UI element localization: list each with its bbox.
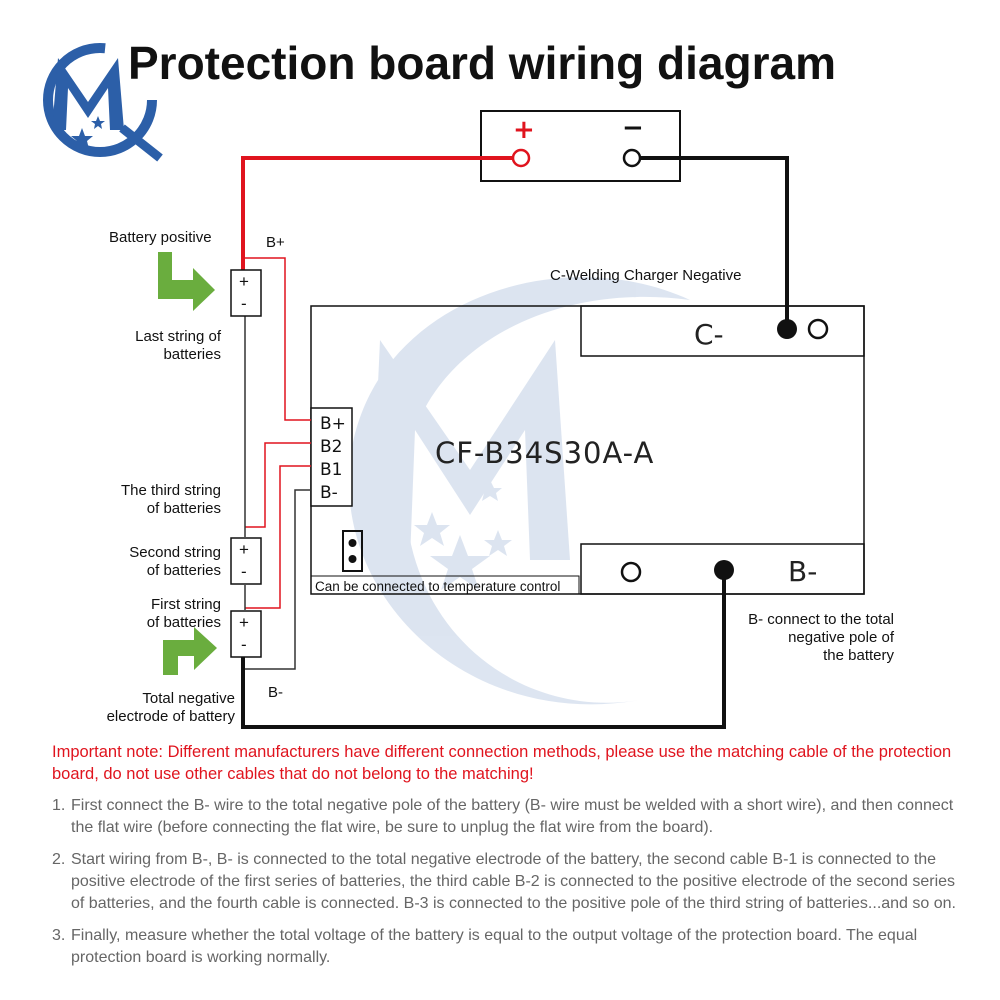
last-string-label-2: batteries [163,346,221,363]
pin-b2: B2 [320,437,342,457]
list-item: 3. Finally, measure whether the total vol… [52,925,962,969]
battery-last-plus: + [239,272,249,291]
charger-minus-sign: − [622,113,644,143]
c-minus-label: C- [694,318,724,351]
battery-last-minus: - [241,294,247,313]
first-string-label-1: First string [151,596,221,613]
temperature-pin-2 [348,555,357,563]
pin-b1: B1 [320,460,342,480]
important-note: Important note: Different manufacturers … [52,743,952,783]
page-title: Protection board wiring diagram [128,37,836,89]
wiring-diagram: + − C- B- CF-B34S30A-A Can be connected … [43,43,895,729]
b2-balance-wire [245,442,311,528]
second-string-label-2: of batteries [147,562,221,579]
charger-negative-terminal [622,148,642,168]
charger-plus-sign: + [513,115,535,145]
watermark-logo-icon [348,277,690,705]
c-minus-terminal [777,319,797,339]
total-negative-label-2: electrode of battery [107,708,236,725]
battery-first-string: + - [230,610,262,658]
b-minus-bottom-label: B- [268,684,283,701]
step-text: Finally, measure whether the total volta… [71,927,918,966]
step-text: Start wiring from B-, B- is connected to… [71,851,956,912]
list-item: 2. Start wiring from B-, B- is connected … [52,849,962,915]
battery-second-minus: - [241,562,247,581]
total-negative-arrow-icon [163,627,217,675]
temperature-label-box [310,575,580,595]
c-welding-label: C-Welding Charger Negative [550,267,741,284]
b-minus-connect-label-1: B- connect to the total [748,611,894,628]
pin-b-plus: B+ [320,414,346,434]
instruction-steps: 1. First connect the B- wire to the total… [52,795,962,979]
b-minus-main-wire [241,570,726,729]
b-minus-spare-terminal [620,561,642,583]
pin-b-minus: B- [320,483,338,503]
battery-first-plus: + [239,613,249,632]
total-negative-label-1: Total negative [142,690,235,707]
b-plus-top-label: B+ [266,234,285,251]
battery-second-plus: + [239,540,249,559]
balance-connector [310,407,353,507]
step-text: First connect the B- wire to the total n… [71,797,954,836]
b-minus-connect-label-2: negative pole of [788,629,895,646]
list-item: 1. First connect the B- wire to the total… [52,795,962,839]
b1-balance-wire [245,465,311,609]
battery-positive-label: Battery positive [109,229,212,246]
last-string-label-1: Last string of [135,328,222,345]
charger-positive-wire [241,156,513,270]
step-number: 1. [52,797,66,814]
board-model: CF-B34S30A-A [435,436,654,470]
step-number: 2. [52,851,66,868]
b-minus-terminal [714,560,734,580]
temperature-control-label: Can be connected to temperature control [315,579,560,594]
battery-second-string: + - [230,537,262,585]
c-minus-spare-terminal [807,318,829,340]
temperature-connector [342,530,363,572]
first-string-label-2: of batteries [147,614,221,631]
b-minus-balance-wire [245,489,311,670]
step-number: 3. [52,927,66,944]
temperature-pin-1 [348,539,357,547]
third-string-label-2: of batteries [147,500,221,517]
third-string-label-1: The third string [121,482,221,499]
b-plus-balance-wire [245,257,311,421]
b-minus-connect-label-3: the battery [823,647,894,664]
charger-box [480,110,681,182]
second-string-label-1: Second string [129,544,221,561]
battery-positive-arrow-icon [158,252,215,311]
charger-negative-wire [640,156,789,326]
b-minus-section [580,543,865,595]
mq-logo-icon [43,43,163,162]
battery-first-minus: - [241,635,247,654]
battery-last-string: + - [230,269,262,317]
b-minus-board-label: B- [788,555,817,588]
c-minus-section [580,305,865,357]
charger-positive-terminal [511,148,531,168]
